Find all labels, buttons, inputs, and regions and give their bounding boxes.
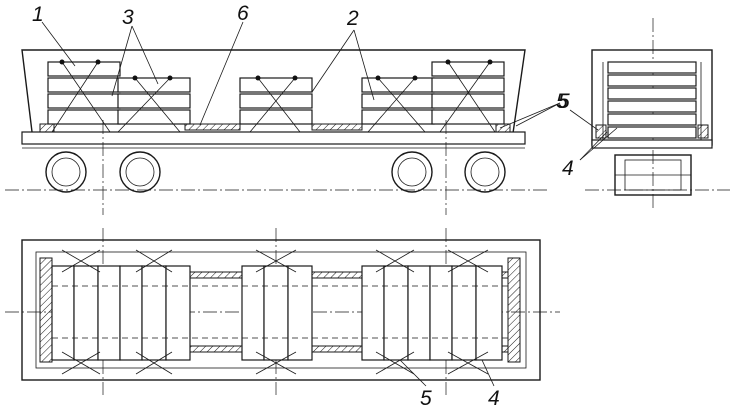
plan-cargo-left [51,265,191,361]
cargo-stack-left-1 [47,61,121,125]
plan-leaders [399,359,495,387]
callout-5-end: 5 [556,90,568,113]
lashing-wires [51,59,496,133]
plan-end-bar-right [507,257,521,363]
plan-lashings [61,249,489,375]
callout-3: 3 [122,6,134,29]
callout-5-plan: 5 [420,387,432,410]
plan-body-outer [21,239,541,381]
side-leaders [41,21,561,129]
end-corner-bar-right [697,124,709,139]
plan-hidden-lines [52,285,508,339]
end-corner-bar-left [595,124,607,139]
callout-2: 2 [346,7,359,30]
plan-body-inner [35,251,527,369]
end-stack [602,61,702,140]
plan-view: 5 4 [5,228,560,410]
plan-cargo-right [361,265,503,361]
end-bogie [614,154,692,196]
callout-5-side: 5 [558,90,570,113]
callout-4-end: 4 [562,157,574,180]
end-leaders [569,109,618,161]
end-view: 5 4 [556,18,730,210]
plan-cargo-middle [241,265,313,361]
floor-bars [39,123,511,133]
plan-end-bar-left [39,257,53,363]
wagon-floor [21,131,526,145]
cargo-stack-left-2 [117,77,191,125]
end-floor [591,139,713,149]
callout-1: 1 [32,3,44,26]
wheelsets [45,151,506,193]
side-view: 1 3 6 2 5 [5,2,570,215]
cargo-stack-middle [239,77,313,125]
callout-4-plan: 4 [488,387,500,410]
callout-6: 6 [237,2,249,25]
cargo-stack-right-2 [431,61,505,125]
